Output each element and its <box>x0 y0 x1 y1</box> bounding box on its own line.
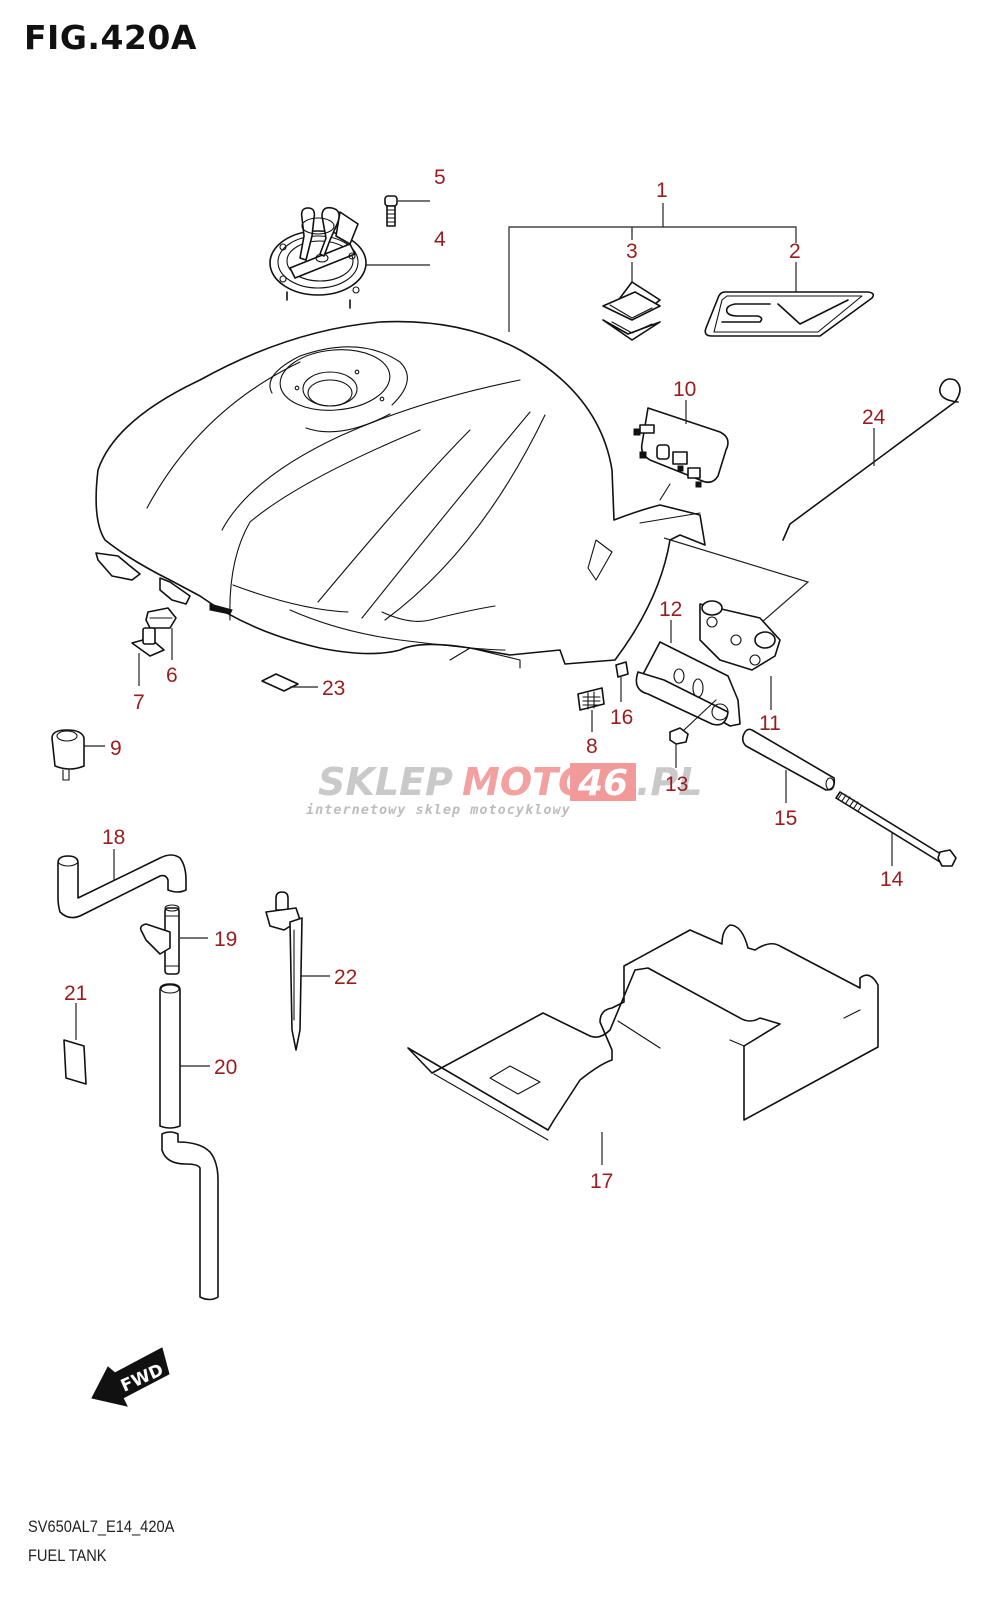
cable-tie-clamp[interactable] <box>265 891 330 1051</box>
watermark-sklep: SKLEP <box>318 760 453 804</box>
watermark-moto: MOTO <box>462 760 590 804</box>
callout-24[interactable]: 24 <box>862 406 886 429</box>
label-pad[interactable] <box>63 1003 87 1085</box>
fuel-cap-assy[interactable] <box>269 206 430 309</box>
cushion-rubber[interactable] <box>51 729 105 781</box>
hinge-bracket[interactable] <box>635 620 741 727</box>
pad[interactable] <box>577 687 605 732</box>
suzuki-s-emblem[interactable] <box>602 281 661 341</box>
watermark: SKLEP MOTO 46 .PL internetowy sklep moto… <box>306 760 703 818</box>
bracket-with-studs[interactable] <box>633 400 729 501</box>
callout-11[interactable]: 11 <box>759 712 781 735</box>
callout-8[interactable]: 8 <box>586 735 598 758</box>
tank-mount-leader <box>663 537 810 623</box>
watermark-46: 46 <box>577 763 628 804</box>
clip[interactable] <box>615 661 629 702</box>
tank-mount-bracket[interactable] <box>699 600 781 710</box>
callout-23[interactable]: 23 <box>322 677 345 700</box>
callout-5[interactable]: 5 <box>434 166 446 189</box>
callout-15[interactable]: 15 <box>774 807 797 830</box>
callout-17[interactable]: 17 <box>590 1170 613 1193</box>
callout-1[interactable]: 1 <box>656 179 668 202</box>
tank-front-tab <box>95 552 233 615</box>
callout-3[interactable]: 3 <box>626 240 638 263</box>
callout-9[interactable]: 9 <box>110 737 122 760</box>
forward-arrow-icon <box>91 1347 170 1407</box>
watermark-pl: .PL <box>636 760 703 804</box>
figure-title: FIG.420A <box>24 18 197 57</box>
callout-12[interactable]: 12 <box>659 598 682 621</box>
figure-footer: SV650AL7_E14_420A FUEL TANK <box>28 1512 174 1570</box>
callout-6[interactable]: 6 <box>166 664 178 687</box>
collar[interactable] <box>131 627 165 686</box>
long-bolt[interactable] <box>835 791 957 867</box>
cushion-pad[interactable] <box>261 673 318 692</box>
t-joint[interactable] <box>139 904 208 975</box>
callout-16[interactable]: 16 <box>610 706 633 729</box>
tank-prop-rod[interactable] <box>782 378 961 541</box>
callout-22[interactable]: 22 <box>334 966 357 989</box>
callout-7[interactable]: 7 <box>133 691 145 714</box>
drain-hose[interactable] <box>159 983 219 1301</box>
callout-21[interactable]: 21 <box>64 982 87 1005</box>
sv-emblem[interactable] <box>704 291 875 337</box>
callout-4[interactable]: 4 <box>434 228 446 251</box>
callout-labels: 1 2 3 4 5 6 7 9 8 10 11 12 13 14 15 16 1… <box>64 166 904 1193</box>
nut[interactable] <box>669 699 717 768</box>
cap-bolt[interactable] <box>384 195 430 227</box>
fuel-tank[interactable] <box>95 320 706 669</box>
figure-code: SV650AL7_E14_420A <box>28 1517 175 1536</box>
breather-hose[interactable] <box>57 849 187 919</box>
callout-19[interactable]: 19 <box>214 928 237 951</box>
callout-20[interactable]: 20 <box>214 1056 237 1079</box>
callout-10[interactable]: 10 <box>673 378 696 401</box>
watermark-46-box <box>570 763 636 801</box>
callout-14[interactable]: 14 <box>880 868 904 891</box>
callout-13[interactable]: 13 <box>665 773 688 796</box>
figure-name: FUEL TANK <box>28 1546 107 1565</box>
fwd-marker: FWD <box>91 1347 170 1407</box>
watermark-tagline: internetowy sklep motocyklowy <box>306 802 571 818</box>
cushion[interactable] <box>145 607 177 660</box>
callout-18[interactable]: 18 <box>102 826 125 849</box>
heat-shield-plate[interactable] <box>407 924 879 1165</box>
callout-2[interactable]: 2 <box>789 240 801 263</box>
emblem-set-leader <box>508 203 797 332</box>
spacer-pipe[interactable] <box>741 728 836 803</box>
